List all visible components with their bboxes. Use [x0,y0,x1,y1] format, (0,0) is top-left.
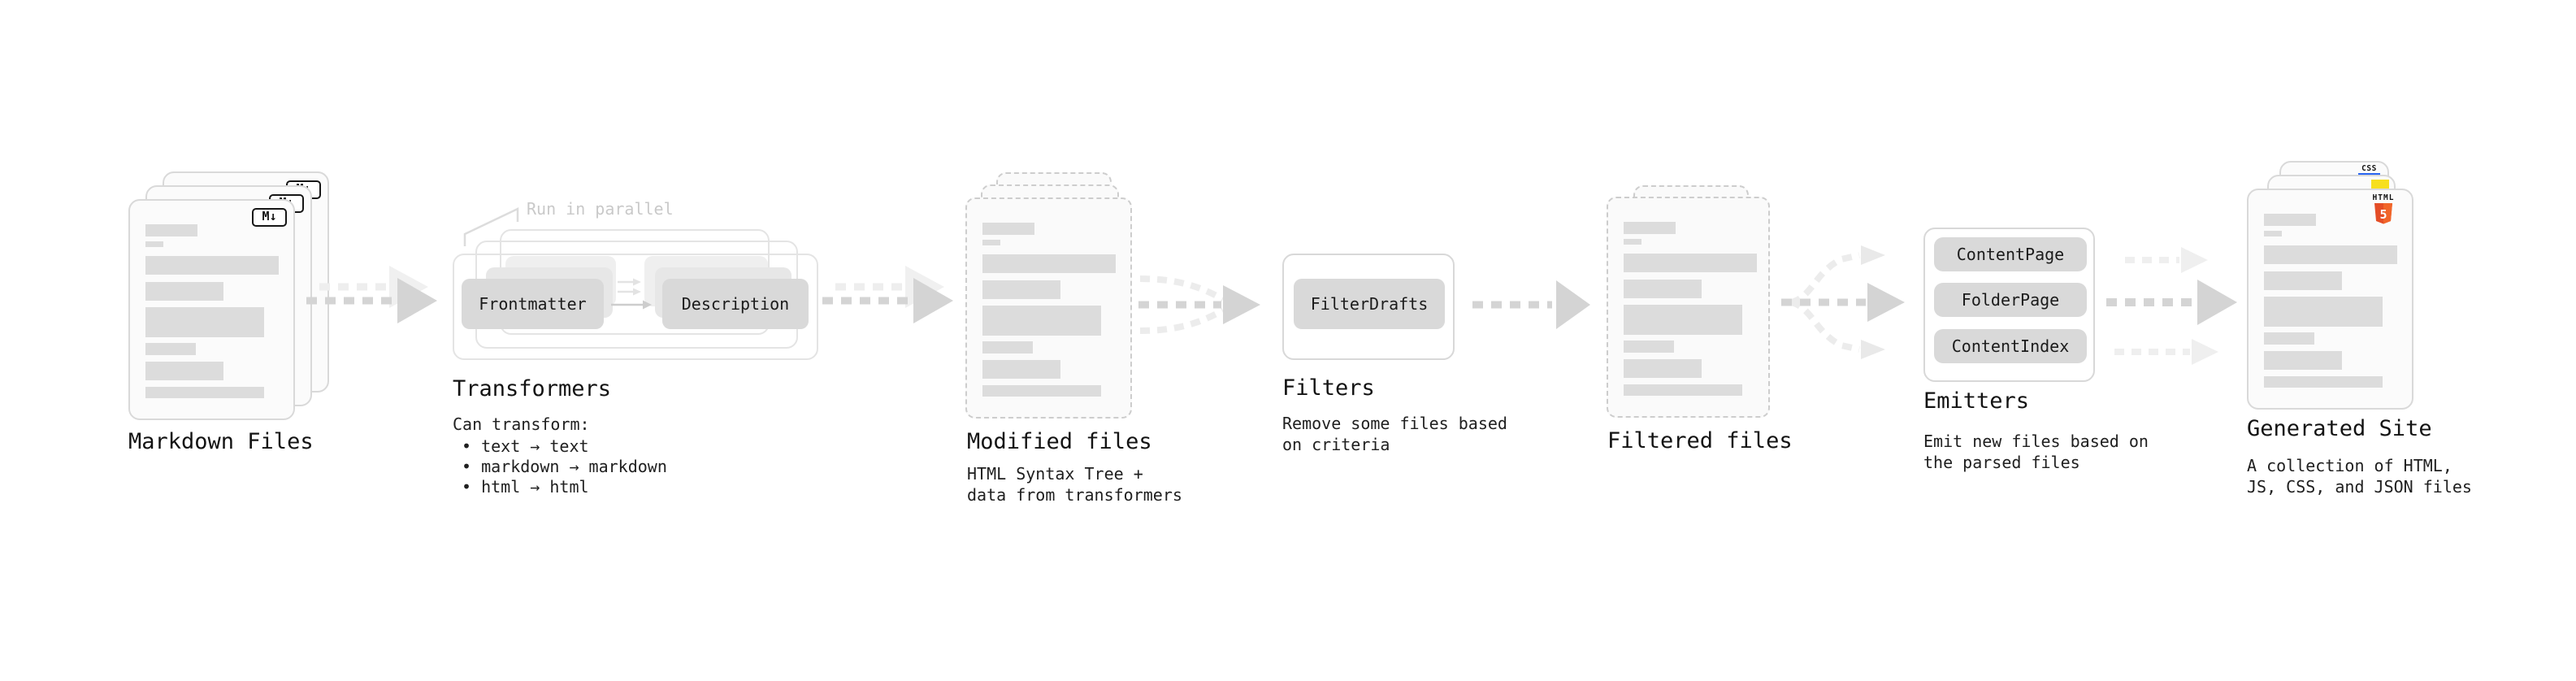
placeholder-bar [145,307,264,337]
placeholder-bar [2264,231,2282,236]
css-icon-label: CSS [2361,164,2377,173]
subtitle-line: the parsed files [1923,453,2080,472]
svg-text:5: 5 [2379,207,2387,222]
placeholder-bar [145,256,279,275]
placeholder-bar [145,282,223,301]
html-file-card: HTML 5 [2247,189,2413,410]
subtitle-line: Remove some files based [1282,414,1507,433]
bullet-item: • html → html [462,477,589,497]
placeholder-bar [145,362,223,380]
placeholder-bar [1624,239,1641,245]
html5-icon: HTML 5 [2366,194,2401,226]
stage-title-modified-files: Modified files [967,429,1152,454]
main-arrow [822,278,953,323]
flow-arrow-filtered-to-emitters [1781,245,1905,359]
placeholder-bar [2264,376,2383,388]
placeholder-bar [2264,351,2342,370]
stage-title-emitters: Emitters [1923,388,2030,414]
placeholder-bar [982,306,1101,336]
flow-arrows-emitters-to-site [2106,247,2237,365]
stage-title-transformers: Transformers [453,376,612,401]
css-icon-underline [2358,173,2380,176]
filtered-file-card-front [1607,197,1770,418]
filterdrafts-button: FilterDrafts [1294,279,1445,329]
placeholder-bar [982,280,1060,299]
modified-file-card-front [965,197,1132,419]
flow-arrow-markdown-to-transformers [306,266,437,323]
placeholder-bar [2264,214,2316,226]
stage-title-filters: Filters [1282,375,1375,401]
subtitle-line: A collection of HTML, [2247,456,2452,475]
emitters-subtitle: Emit new files based on the parsed files [1923,431,2149,473]
bullet-item: • text → text [462,436,589,456]
flow-arrow-filters-to-filtered [1472,280,1590,329]
run-in-parallel-note: Run in parallel [527,199,674,219]
css-icon: CSS [2358,165,2380,176]
contentindex-emitter-button: ContentIndex [1934,329,2087,363]
stage-title-markdown-files: Markdown Files [128,429,314,454]
subtitle-line: data from transformers [967,485,1182,505]
stage-title-filtered-files: Filtered files [1607,428,1793,453]
bullet-item: • markdown → markdown [462,457,667,476]
main-arrow [306,278,437,323]
subtitle-line: JS, CSS, and JSON files [2247,477,2472,497]
placeholder-bar [1624,340,1674,353]
stage-title-generated-site: Generated Site [2247,416,2432,441]
placeholder-bar [982,341,1033,354]
file-content-placeholder [982,223,1116,397]
placeholder-bar [982,254,1116,273]
frontmatter-transformer-button: Frontmatter [462,279,604,329]
parallel-transform-arrows [611,278,652,310]
placeholder-bar [1624,254,1757,272]
placeholder-bar [982,240,1000,245]
placeholder-bar [1624,280,1702,298]
description-transformer-button: Description [662,279,809,329]
note-callout-line [463,207,519,246]
markdown-file-card-front: M↓ [128,199,295,420]
file-content-placeholder [2264,214,2397,388]
contentpage-emitter-button: ContentPage [1934,237,2087,271]
subtitle-line: HTML Syntax Tree + [967,464,1143,484]
subtitle-line: Emit new files based on [1923,432,2149,451]
flow-arrow-modified-to-filters [1138,275,1260,334]
placeholder-bar [145,241,163,247]
placeholder-bar [2264,271,2342,290]
subtitle-line: on criteria [1282,435,1390,454]
html5-shield: 5 [2374,203,2392,224]
transformers-heading: Can transform: [453,414,590,434]
markdown-icon: M↓ [252,208,287,227]
transformers-bullet-list: • text → text • markdown → markdown • ht… [453,436,667,497]
emitters-frame [1923,228,2095,382]
file-content-placeholder [1624,222,1757,396]
file-content-placeholder [145,224,279,398]
placeholder-bar [1624,384,1742,396]
placeholder-bar [1624,222,1676,234]
placeholder-bar [2264,297,2383,327]
filters-frame [1282,254,1455,360]
placeholder-bar [145,224,197,236]
flow-arrow-transformers-to-modified [822,266,953,323]
modified-files-subtitle: HTML Syntax Tree + data from transformer… [967,463,1182,505]
filters-subtitle: Remove some files based on criteria [1282,413,1507,455]
html5-icon-label: HTML [2372,193,2395,202]
placeholder-bar [2264,245,2397,264]
transformer-frame-front [453,254,818,360]
placeholder-bar [982,385,1101,397]
placeholder-bar [1624,359,1702,378]
placeholder-bar [1624,305,1742,335]
placeholder-bar [145,387,264,398]
javascript-icon [2371,180,2389,190]
placeholder-bar [145,343,196,355]
folderpage-emitter-button: FolderPage [1934,283,2087,317]
placeholder-bar [982,360,1060,379]
placeholder-bar [982,223,1034,235]
placeholder-bar [2264,332,2314,345]
generated-site-subtitle: A collection of HTML, JS, CSS, and JSON … [2247,455,2472,497]
